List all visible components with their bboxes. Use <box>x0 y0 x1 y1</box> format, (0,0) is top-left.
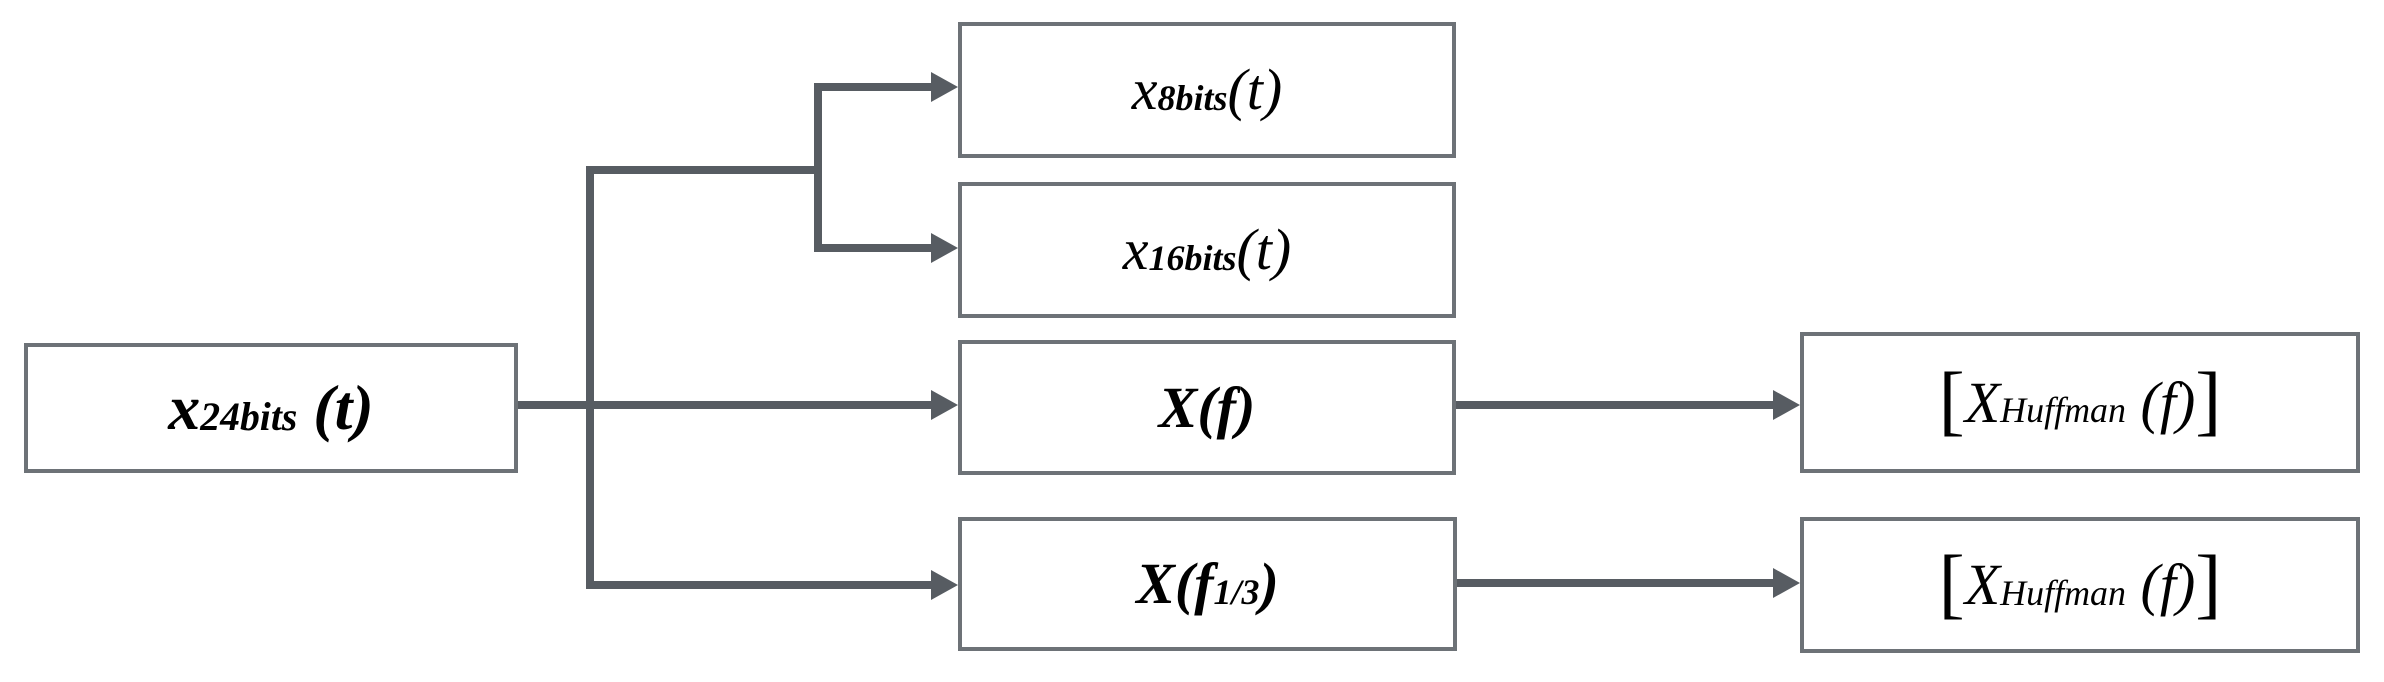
connector-to-x8bits <box>814 83 932 91</box>
arrowhead-x16bits <box>931 233 958 263</box>
math-segment: 1/3 <box>1213 571 1260 612</box>
math-segment: X <box>1964 369 2001 435</box>
math-segment: Huffman <box>2000 390 2127 431</box>
math-segment: [ <box>1938 538 1965 626</box>
math-segment: ] <box>2195 538 2222 626</box>
connector-to-xf13 <box>586 581 932 589</box>
math-segment: (t) <box>297 372 374 443</box>
math-segment: (t) <box>1236 217 1292 282</box>
math-segment: (t) <box>1227 57 1283 122</box>
math-segment: x <box>168 372 201 443</box>
math-segment: 24bits <box>200 394 298 439</box>
connector-split-vertical <box>814 83 822 252</box>
connector-top-branch <box>586 166 822 174</box>
math-segment: 16bits <box>1148 237 1237 278</box>
arrowhead-xf <box>931 390 958 420</box>
connector-main-to-xf <box>518 401 932 409</box>
math-segment: x <box>1122 217 1149 282</box>
math-segment: ] <box>2195 356 2222 443</box>
math-segment: Huffman <box>2000 572 2127 613</box>
node-xf: X(f) <box>958 340 1456 475</box>
arrowhead-xf13 <box>931 570 958 600</box>
connector-xf-to-huffman1 <box>1456 401 1774 409</box>
arrowhead-x8bits <box>931 72 958 102</box>
arrowhead-huffman1 <box>1773 390 1800 420</box>
math-segment: 8bits <box>1157 77 1228 118</box>
math-segment: ) <box>1259 551 1279 616</box>
arrowhead-huffman2 <box>1773 568 1800 598</box>
math-segment: X <box>1964 552 2001 617</box>
connector-to-x16bits <box>814 244 932 252</box>
math-segment: (f) <box>2126 369 2196 435</box>
math-segment: [ <box>1938 356 1965 443</box>
math-segment: (f) <box>2126 552 2196 617</box>
connector-branch-vertical <box>586 166 594 589</box>
math-segment: X(f) <box>1158 374 1256 440</box>
math-segment: x <box>1131 57 1158 122</box>
connector-xf13-to-huffman2 <box>1457 579 1774 587</box>
math-segment: X(f <box>1136 551 1214 616</box>
